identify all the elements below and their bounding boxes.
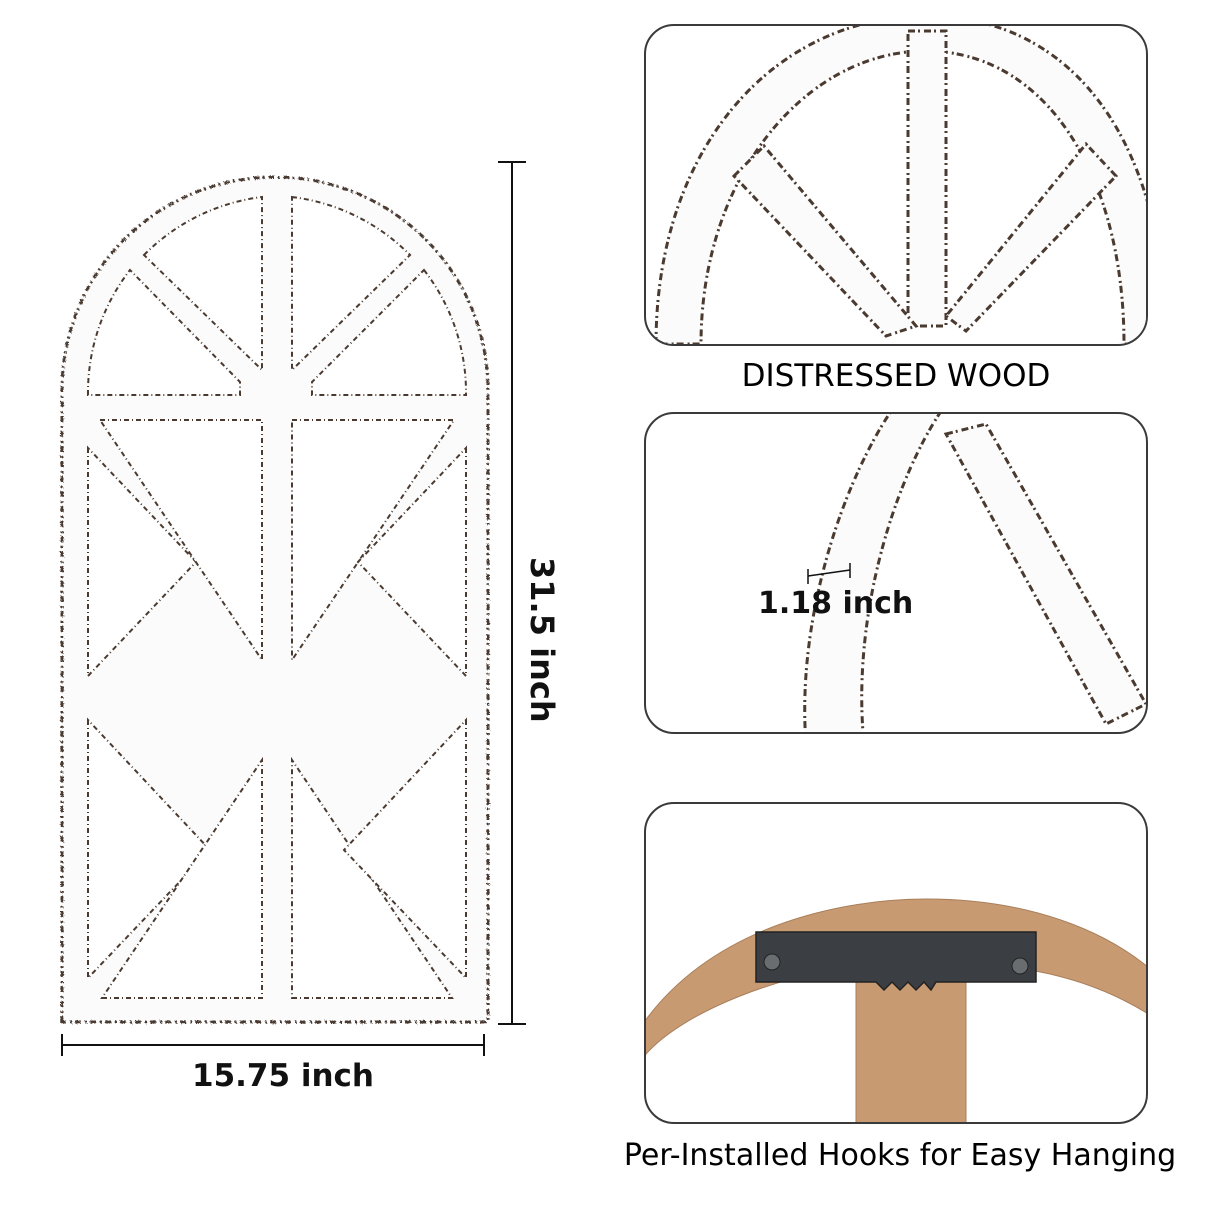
screw-right-icon bbox=[1011, 957, 1029, 975]
pane-top-left bbox=[98, 419, 263, 664]
thickness-closeup-illustration bbox=[803, 414, 1146, 732]
pane-right-bottom bbox=[342, 717, 467, 981]
arched-window-frame bbox=[60, 161, 526, 1056]
thickness-panel: 1.18 inch bbox=[644, 412, 1148, 734]
pane-top-right bbox=[291, 419, 456, 664]
screw-left-icon bbox=[763, 953, 781, 971]
thickness-marker bbox=[807, 563, 851, 584]
hook-caption: Per-Installed Hooks for Easy Hanging bbox=[623, 1138, 1177, 1173]
pane-right-top bbox=[356, 445, 467, 679]
distressed-wood-caption: DISTRESSED WOOD bbox=[741, 358, 1051, 394]
distressed-wood-panel bbox=[644, 24, 1148, 346]
diagonal-mullion-left bbox=[731, 143, 919, 338]
arch-closeup-illustration bbox=[654, 26, 1146, 344]
width-label: 15.75 inch bbox=[192, 1058, 374, 1094]
pane-bottom-left bbox=[100, 756, 263, 999]
arch-pane-left-upper bbox=[142, 195, 263, 373]
diagonal-bar bbox=[943, 422, 1146, 726]
arch-pane-right bbox=[311, 268, 468, 396]
arch-pane-left bbox=[86, 268, 241, 396]
arch-side-rim bbox=[803, 414, 942, 732]
pane-left-top bbox=[87, 445, 198, 679]
hook-panel bbox=[644, 802, 1148, 1124]
center-mullion bbox=[906, 29, 948, 328]
height-label: 31.5 inch bbox=[523, 557, 561, 723]
width-dimension-line bbox=[61, 1034, 485, 1056]
hook-closeup-illustration bbox=[646, 898, 1146, 1122]
diagonal-mullion-right bbox=[943, 141, 1119, 333]
pane-left-bottom bbox=[87, 717, 212, 981]
arch-pane-right-upper bbox=[291, 195, 412, 373]
sawtooth-hanger-hook bbox=[755, 931, 1037, 992]
height-dimension-line bbox=[498, 161, 526, 1025]
thickness-label: 1.18 inch bbox=[758, 586, 914, 621]
arch-rim bbox=[654, 26, 1146, 344]
